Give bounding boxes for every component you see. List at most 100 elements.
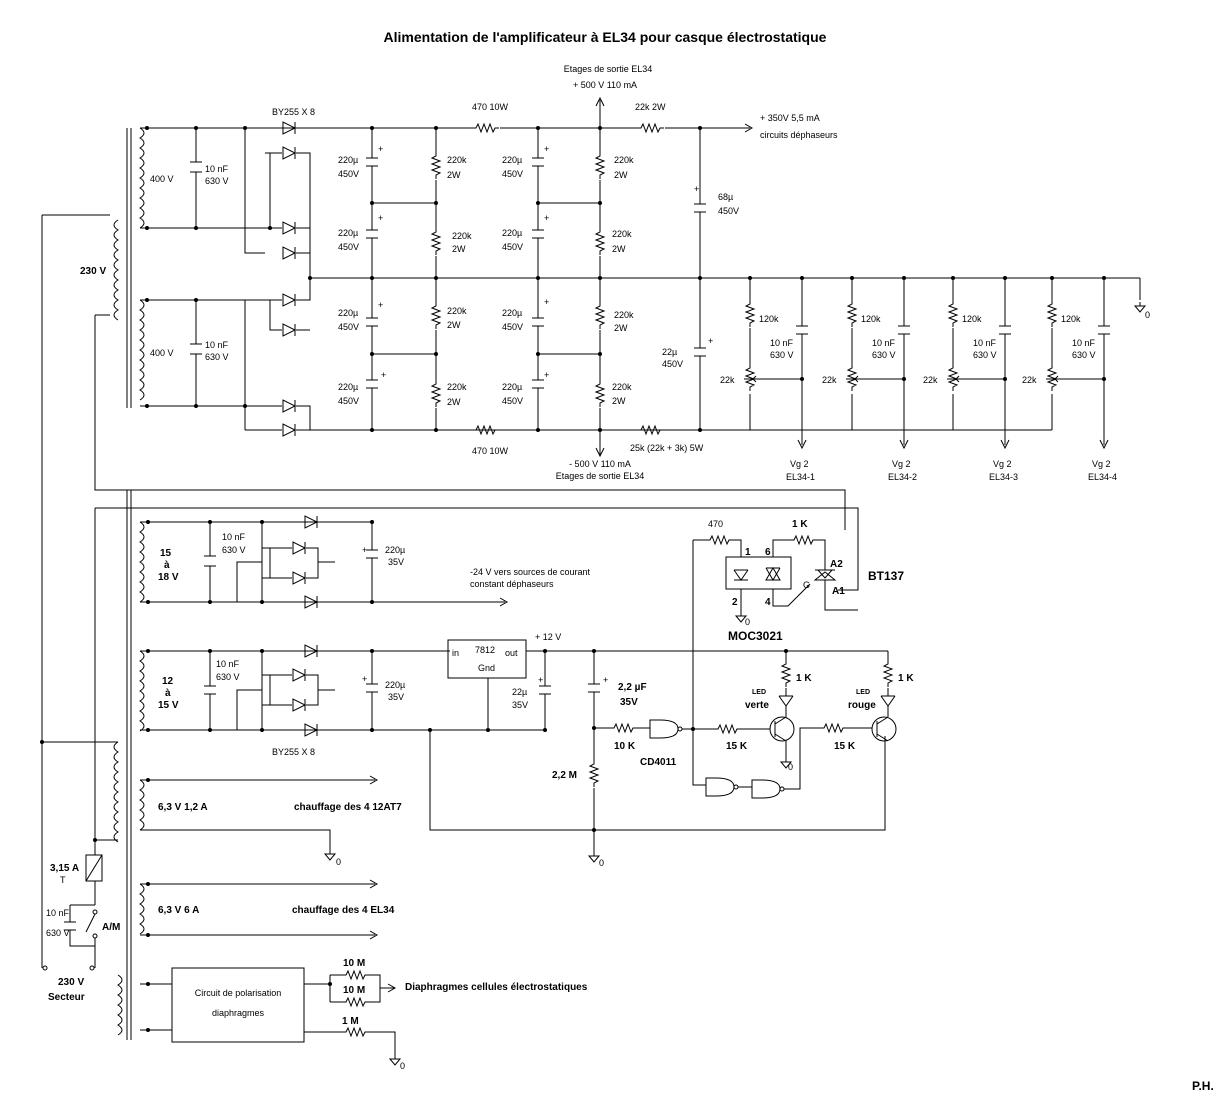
- svg-text:verte: verte: [745, 700, 769, 711]
- svg-text:450V: 450V: [502, 396, 523, 406]
- page-title: Alimentation de l'amplificateur à EL34 p…: [384, 29, 827, 45]
- svg-text:6,3 V 1,2 A: 6,3 V 1,2 A: [158, 802, 208, 813]
- svg-text:CD4011: CD4011: [640, 757, 677, 768]
- svg-text:10 nF: 10 nF: [872, 338, 896, 348]
- svg-text:35V: 35V: [512, 700, 528, 710]
- transformer-core: [126, 128, 132, 408]
- sec-winding-2: [139, 299, 145, 401]
- svg-text:15: 15: [160, 548, 172, 559]
- out-350-label: + 350V 5,5 mA: [760, 113, 820, 123]
- svg-text:2W: 2W: [452, 244, 466, 254]
- svg-text:35V: 35V: [620, 697, 638, 708]
- heating-section: 0 6,3 V 1,2 A chauffage des 4 12AT7 6,3 …: [42, 741, 402, 1003]
- svg-text:22µ: 22µ: [662, 347, 677, 357]
- svg-text:22µ: 22µ: [512, 687, 527, 697]
- svg-text:2W: 2W: [614, 323, 628, 333]
- svg-text:A/M: A/M: [102, 922, 120, 933]
- svg-text:630 V: 630 V: [770, 350, 794, 360]
- svg-text:BT137: BT137: [868, 569, 904, 583]
- svg-text:+: +: [381, 370, 386, 380]
- svg-text:220µ: 220µ: [502, 228, 522, 238]
- svg-text:10 nF: 10 nF: [46, 908, 70, 918]
- svg-text:2: 2: [732, 597, 738, 608]
- svg-text:MOC3021: MOC3021: [728, 629, 783, 643]
- svg-text:12: 12: [162, 676, 174, 687]
- svg-text:7812: 7812: [475, 645, 495, 655]
- svg-text:15 K: 15 K: [726, 741, 748, 752]
- svg-text:+: +: [544, 213, 549, 223]
- svg-text:EL34-4: EL34-4: [1088, 472, 1117, 482]
- svg-text:1 K: 1 K: [898, 673, 914, 684]
- svg-text:Etages de sortie EL34: Etages de sortie EL34: [556, 471, 645, 481]
- svg-text:220µ: 220µ: [338, 228, 358, 238]
- svg-text:à: à: [165, 688, 171, 699]
- svg-text:450V: 450V: [338, 242, 359, 252]
- svg-text:EL34-1: EL34-1: [786, 472, 815, 482]
- svg-text:0: 0: [1145, 310, 1150, 320]
- svg-text:2W: 2W: [612, 396, 626, 406]
- svg-text:constant déphaseurs: constant déphaseurs: [470, 579, 554, 589]
- svg-text:220µ: 220µ: [502, 155, 522, 165]
- svg-text:220µ: 220µ: [502, 382, 522, 392]
- svg-text:chauffage des 4 EL34: chauffage des 4 EL34: [292, 905, 395, 916]
- svg-text:470: 470: [708, 519, 723, 529]
- rect-label-hv: BY255 X 8: [272, 107, 315, 117]
- svg-text:220k: 220k: [614, 155, 634, 165]
- svg-text:630 V: 630 V: [872, 350, 896, 360]
- svg-text:10 nF: 10 nF: [216, 659, 240, 669]
- svg-text:diaphragmes: diaphragmes: [212, 1008, 265, 1018]
- svg-text:+ 500 V 110 mA: + 500 V 110 mA: [573, 80, 637, 90]
- svg-text:+: +: [538, 675, 543, 685]
- svg-text:Circuit de polarisation: Circuit de polarisation: [195, 988, 282, 998]
- svg-text:Gnd: Gnd: [478, 663, 495, 673]
- svg-text:A2: A2: [830, 559, 843, 570]
- hv-component-labels: 220µ 450V 220µ 450V 220µ 450V 220µ 450V 220k…: [338, 155, 634, 407]
- svg-text:+: +: [378, 144, 383, 154]
- svg-text:1 K: 1 K: [796, 673, 812, 684]
- svg-text:15 V: 15 V: [158, 700, 179, 711]
- svg-text:+: +: [544, 297, 549, 307]
- svg-text:Vg 2: Vg 2: [892, 459, 911, 469]
- sec2-label: 400 V: [150, 348, 174, 358]
- svg-text:220k: 220k: [447, 382, 467, 392]
- svg-text:220k: 220k: [447, 306, 467, 316]
- hv-section: 230 V 400 V 400 V 10 nF 630 V BY255 X 8 …: [80, 64, 1150, 1040]
- primary-winding: [113, 219, 119, 321]
- primary-label: 230 V: [80, 266, 106, 277]
- bias-section: Circuit de polarisation diaphragmes 10 M…: [117, 958, 588, 1071]
- svg-text:10 nF: 10 nF: [1072, 338, 1096, 348]
- svg-text:630 V: 630 V: [205, 176, 229, 186]
- svg-text:rouge: rouge: [848, 700, 876, 711]
- svg-text:630 V: 630 V: [216, 672, 240, 682]
- svg-text:230 V: 230 V: [58, 977, 84, 988]
- svg-text:10 nF: 10 nF: [222, 532, 246, 542]
- svg-text:18 V: 18 V: [158, 572, 179, 583]
- svg-text:+: +: [708, 336, 713, 346]
- svg-text:10 nF: 10 nF: [205, 164, 229, 174]
- svg-text:450V: 450V: [338, 322, 359, 332]
- svg-text:+ 12 V: + 12 V: [535, 632, 561, 642]
- svg-text:630 V: 630 V: [222, 545, 246, 555]
- svg-text:A1: A1: [832, 586, 845, 597]
- svg-text:Vg 2: Vg 2: [790, 459, 809, 469]
- svg-text:+: +: [603, 675, 608, 685]
- svg-text:T: T: [60, 875, 66, 885]
- transformer-core-lower: [126, 490, 132, 1040]
- bias-box: [171, 967, 305, 1043]
- svg-text:450V: 450V: [502, 322, 523, 332]
- svg-text:0: 0: [599, 858, 604, 868]
- svg-text:22k: 22k: [822, 375, 837, 385]
- svg-text:6: 6: [765, 547, 771, 558]
- svg-text:220µ: 220µ: [385, 680, 405, 690]
- svg-text:+: +: [362, 674, 367, 684]
- svg-text:220k: 220k: [612, 229, 632, 239]
- svg-text:0: 0: [745, 617, 750, 627]
- svg-text:630 V: 630 V: [46, 928, 70, 938]
- svg-text:EL34-3: EL34-3: [989, 472, 1018, 482]
- svg-text:+: +: [378, 300, 383, 310]
- svg-text:220µ: 220µ: [385, 545, 405, 555]
- svg-text:0: 0: [336, 857, 341, 867]
- svg-text:35V: 35V: [388, 692, 404, 702]
